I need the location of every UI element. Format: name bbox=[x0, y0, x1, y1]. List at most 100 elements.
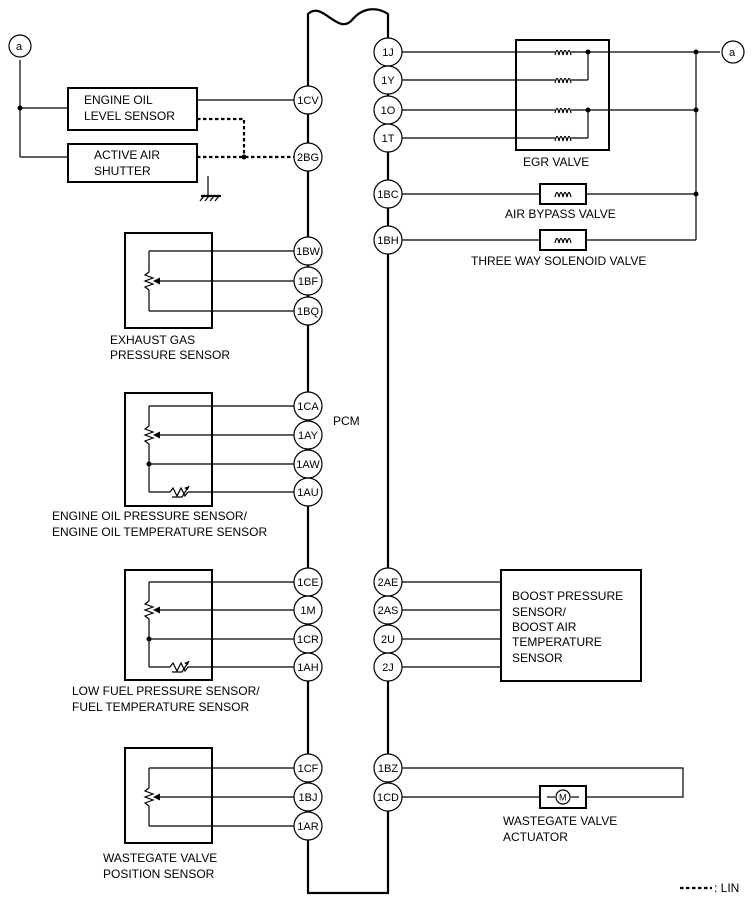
pcm-pin-label: 1M bbox=[300, 605, 315, 617]
pcm-pin-right bbox=[373, 595, 403, 625]
lin-legend-label: : LIN bbox=[714, 881, 739, 895]
pcm-pin-left bbox=[293, 652, 323, 682]
right-wires bbox=[402, 49, 720, 798]
pcm-pin-right bbox=[373, 179, 403, 209]
egr-coil-icon bbox=[554, 132, 572, 144]
engine-oil-level-sensor-label: LEVEL SENSOR bbox=[84, 109, 175, 123]
pcm-pin-label: 2J bbox=[382, 662, 394, 674]
pcm-pin-label: 1BH bbox=[377, 235, 398, 247]
wastegate-actuator-label: WASTEGATE VALVE bbox=[503, 814, 617, 828]
egr-coil-icon bbox=[554, 46, 572, 58]
low-fuel-pressure-sensor-label: LOW FUEL PRESSURE SENSOR/ bbox=[72, 684, 260, 698]
low-fuel-pressure-sensor-box bbox=[124, 569, 213, 681]
pcm-pin-left bbox=[293, 477, 323, 507]
pcm-pin-left bbox=[293, 391, 323, 421]
connector-a-right bbox=[721, 40, 745, 64]
wastegate-position-sensor-box bbox=[124, 747, 213, 844]
pcm-pin-left bbox=[293, 266, 323, 296]
pcm-pin-label: 1AH bbox=[297, 662, 318, 674]
egr-coil-icon bbox=[554, 104, 572, 116]
pcm-pin-label: 1CF bbox=[298, 763, 319, 775]
exhaust-gas-pressure-sensor-label: PRESSURE SENSOR bbox=[110, 348, 230, 362]
pcm-pin-label: 1O bbox=[381, 105, 396, 117]
connector-a-left bbox=[8, 34, 32, 58]
left-wires bbox=[19, 60, 294, 827]
pcm-pin-label: 1BZ bbox=[378, 763, 398, 775]
pcm-pin-left bbox=[293, 811, 323, 841]
pcm-pin-left bbox=[293, 420, 323, 450]
pcm-pin-label: 2U bbox=[381, 634, 395, 646]
pcm-pin-label: 1BQ bbox=[297, 306, 319, 318]
pcm-pin-label: 2AE bbox=[378, 577, 399, 589]
boost-pressure-sensor-label: SENSOR/ bbox=[512, 605, 567, 619]
wastegate-position-sensor-label: POSITION SENSOR bbox=[103, 867, 215, 881]
pcm-pin-left bbox=[293, 236, 323, 266]
engine-oil-pressure-sensor-label: ENGINE OIL PRESSURE SENSOR/ bbox=[52, 509, 248, 523]
connector-a-right-label: a bbox=[729, 47, 736, 59]
coil-icon bbox=[554, 237, 572, 244]
engine-oil-level-sensor-box bbox=[67, 87, 198, 131]
egr-valve-label: EGR VALVE bbox=[523, 155, 589, 169]
air-bypass-valve-box bbox=[539, 183, 587, 205]
wastegate-actuator-label: ACTUATOR bbox=[503, 830, 568, 844]
pcm-pin-label: 1CA bbox=[297, 401, 319, 413]
pcm-pin-label: 2BG bbox=[297, 152, 319, 164]
low-fuel-pressure-sensor-label: FUEL TEMPERATURE SENSOR bbox=[72, 700, 249, 714]
pcm-pin-label: 1CE bbox=[297, 577, 318, 589]
exhaust-gas-pressure-sensor-box bbox=[124, 232, 213, 329]
active-air-shutter-label: ACTIVE AIR bbox=[94, 148, 160, 162]
pcm-body bbox=[306, 8, 390, 895]
pcm-pins-right: 1J 1Y 1O 1T 1BC 1BH 2AE 2AS 2U 2J 1BZ 1CD bbox=[373, 37, 403, 812]
engine-oil-level-sensor-label: ENGINE OIL bbox=[84, 93, 153, 107]
motor-icon bbox=[555, 789, 571, 805]
pcm-pin-left bbox=[293, 753, 323, 783]
pcm-label: PCM bbox=[333, 414, 360, 428]
pcm-pin-right bbox=[373, 753, 403, 783]
coil-icon bbox=[554, 191, 572, 198]
pcm-pin-right bbox=[373, 782, 403, 812]
boost-pressure-sensor-label: TEMPERATURE bbox=[512, 635, 602, 649]
egr-coil-icon bbox=[554, 74, 572, 86]
pcm-pin-label: 1AU bbox=[297, 487, 318, 499]
wastegate-position-sensor-label: WASTEGATE VALVE bbox=[103, 851, 217, 865]
pcm-pin-right bbox=[373, 123, 403, 153]
pcm-pin-left bbox=[293, 142, 323, 172]
active-air-shutter-label: SHUTTER bbox=[94, 164, 151, 178]
boost-pressure-sensor-label: BOOST PRESSURE bbox=[512, 589, 623, 603]
pcm-pin-left bbox=[293, 782, 323, 812]
engine-oil-pressure-sensor-box bbox=[124, 392, 213, 507]
pcm-pin-right bbox=[373, 65, 403, 95]
motor-icon-label: M bbox=[559, 793, 567, 803]
pcm-pin-left bbox=[293, 595, 323, 625]
pcm-pin-label: 1AY bbox=[298, 430, 319, 442]
pcm-pin-label: 2AS bbox=[378, 605, 399, 617]
pcm-pin-label: 1CD bbox=[377, 792, 399, 804]
air-bypass-valve-label: AIR BYPASS VALVE bbox=[505, 207, 616, 221]
pcm-pin-label: 1BF bbox=[298, 276, 318, 288]
pcm-pin-left bbox=[293, 85, 323, 115]
boost-pressure-sensor-box bbox=[500, 569, 642, 682]
pcm-pin-left bbox=[293, 296, 323, 326]
engine-oil-pressure-sensor-label: ENGINE OIL TEMPERATURE SENSOR bbox=[52, 525, 267, 539]
connector-a-left-label: a bbox=[16, 41, 23, 53]
pcm-pin-label: 1Y bbox=[381, 75, 395, 87]
pcm-pin-label: 1AR bbox=[297, 821, 318, 833]
pcm-pin-label: 1J bbox=[382, 47, 394, 59]
pcm-pin-label: 1CR bbox=[297, 634, 319, 646]
boost-pressure-sensor-label: BOOST AIR bbox=[512, 620, 577, 634]
pcm-pin-label: 1BC bbox=[377, 189, 398, 201]
pcm-pin-right bbox=[373, 225, 403, 255]
boost-pressure-sensor-label: SENSOR bbox=[512, 651, 563, 665]
pcm-pin-label: 1BJ bbox=[299, 792, 318, 804]
egr-valve-box bbox=[515, 39, 610, 151]
pcm-pins-left: 1CV2BG1BW1BF1BQ1CA1AY1AW1AU1CE1M1CR1AH1C… bbox=[293, 85, 323, 841]
three-way-solenoid-valve-label: THREE WAY SOLENOID VALVE bbox=[471, 254, 646, 268]
exhaust-gas-pressure-sensor-label: EXHAUST GAS bbox=[110, 333, 195, 347]
active-air-shutter-box bbox=[67, 143, 198, 183]
pcm-pin-label: 1T bbox=[382, 133, 395, 145]
three-way-solenoid-valve-box bbox=[539, 229, 587, 251]
pcm-pin-label: 1BW bbox=[296, 246, 320, 258]
pcm-pin-label: 1AW bbox=[296, 459, 320, 471]
pcm-pin-right bbox=[373, 652, 403, 682]
